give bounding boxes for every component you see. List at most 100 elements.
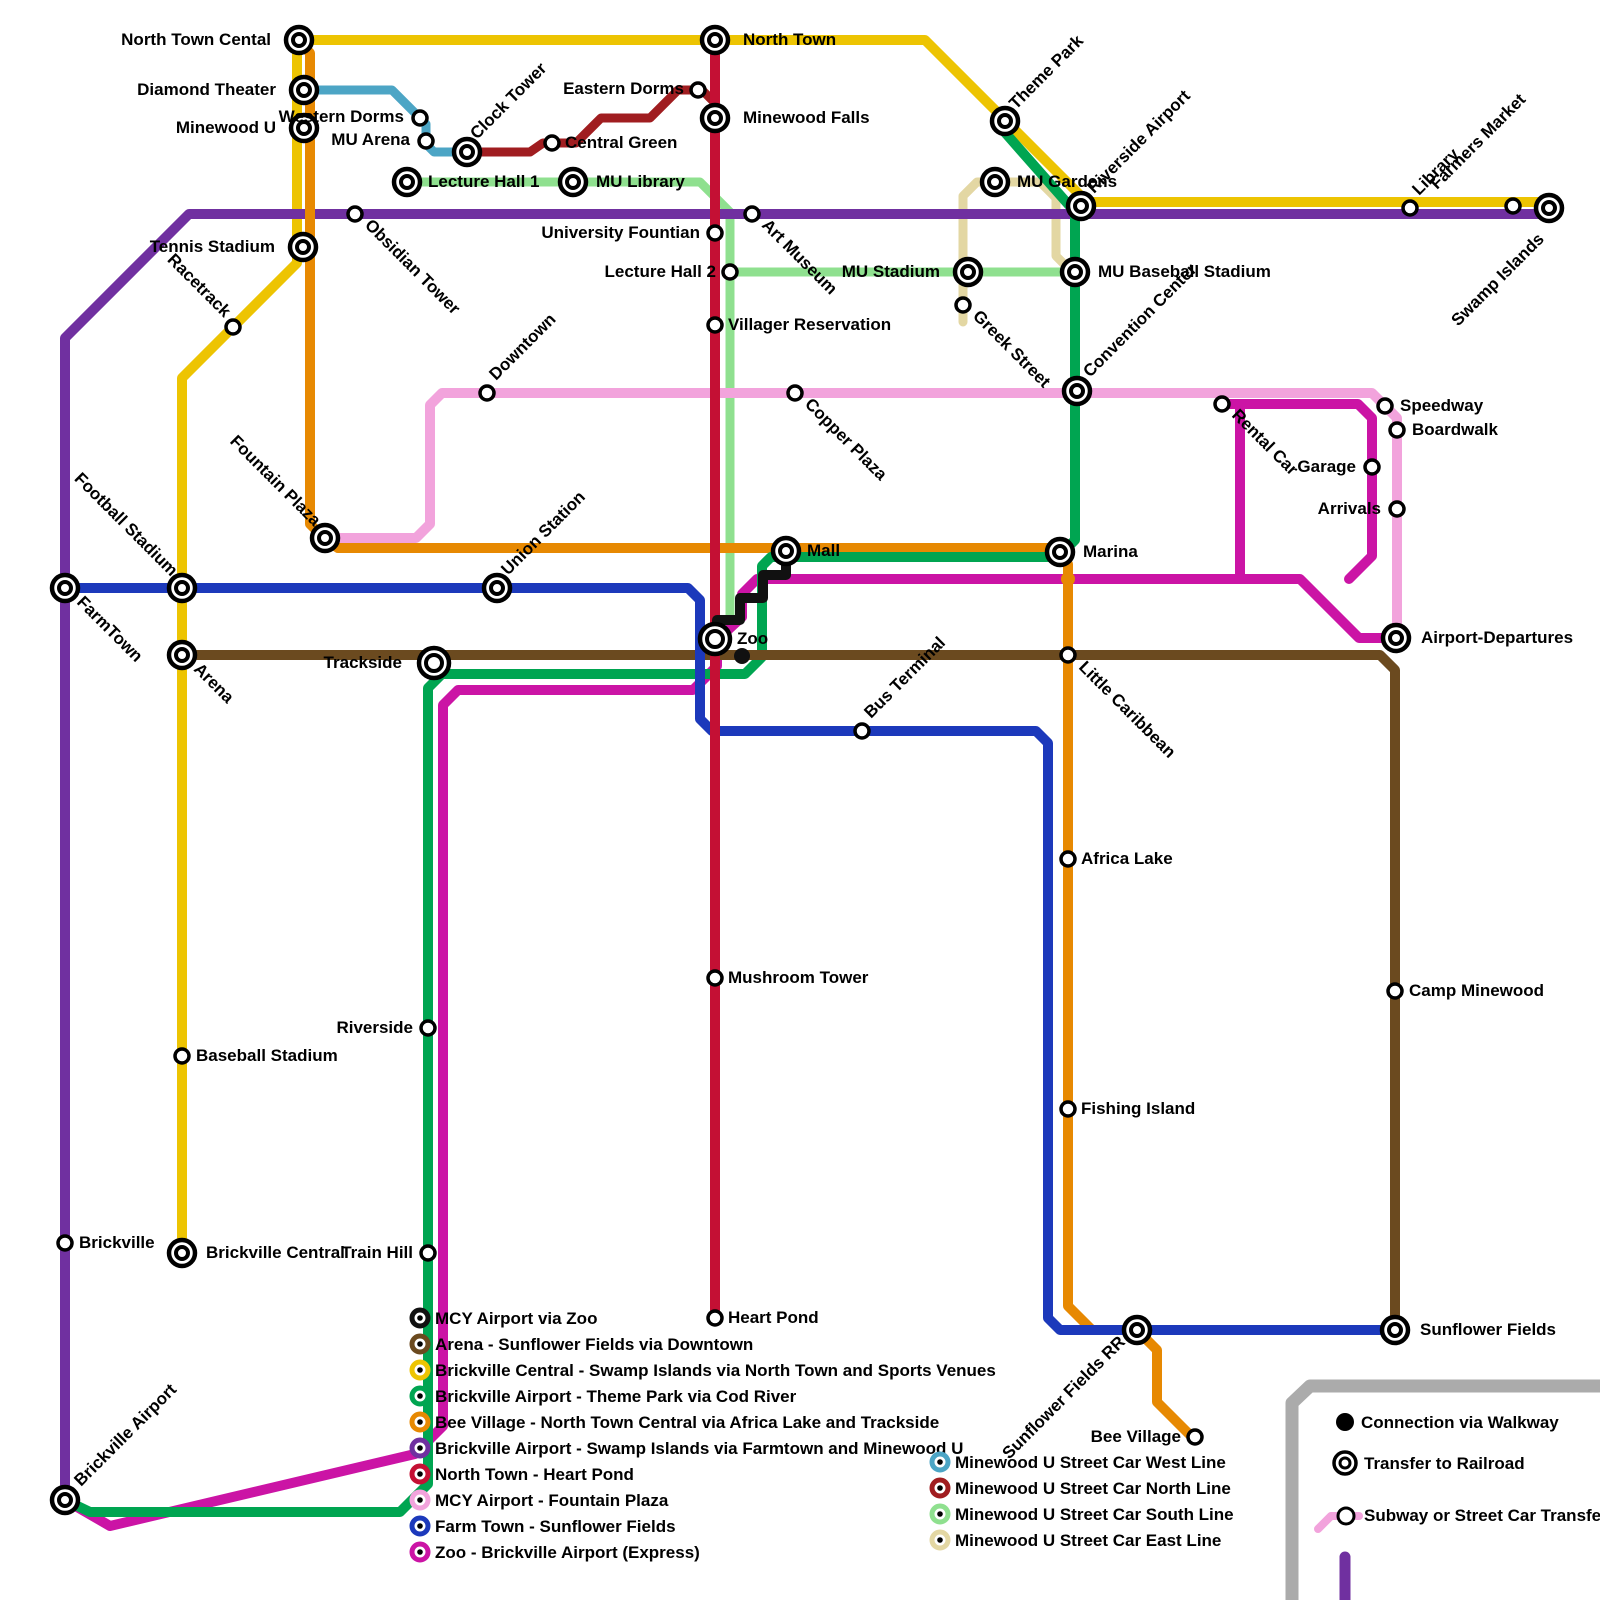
interchange-marker-inner: [295, 239, 311, 255]
interchange-marker-inner: [174, 580, 190, 596]
station-label: Diamond Theater: [137, 80, 276, 99]
station-marker: [689, 81, 707, 99]
station-boardwalk: Boardwalk: [1388, 420, 1499, 439]
interchange-marker-inner: [489, 580, 505, 596]
station-mu-gardens: MU Gardens: [979, 166, 1117, 198]
station-arrivals: Arrivals: [1318, 499, 1406, 518]
legend-label: Brickville Airport - Swamp Islands via F…: [435, 1439, 963, 1458]
interchange-marker-inner: [1541, 200, 1557, 216]
interchange-marker-inner: [1069, 383, 1085, 399]
legend-label: North Town - Heart Pond: [435, 1465, 634, 1484]
station-marker: [543, 134, 561, 152]
station-marker: [1213, 395, 1231, 413]
station-marker: [419, 1244, 437, 1262]
station-label: Brickville Central: [206, 1243, 345, 1262]
interchange-marker-inner: [705, 629, 725, 649]
legend-line-icon-center: [417, 1367, 423, 1373]
station-label: Africa Lake: [1081, 849, 1173, 868]
station-label: MU Gardens: [1017, 172, 1117, 191]
station-label: Bee Village: [1091, 1427, 1181, 1446]
legend-line-icon-center: [417, 1523, 423, 1529]
orange-transfer-dot-marina: [1061, 572, 1075, 586]
station-mu-arena: MU Arena: [331, 130, 435, 150]
station-label: Speedway: [1400, 396, 1484, 415]
station-marker: [706, 1309, 724, 1327]
station-marker: [1363, 458, 1381, 476]
station-africa-lake: Africa Lake: [1059, 849, 1173, 868]
line-farm-blue: [60, 583, 1400, 1335]
station-tennis-stadium: Tennis Stadium: [150, 231, 319, 263]
transit-lines: [60, 35, 1553, 1531]
legend-line-icon-center: [417, 1497, 423, 1503]
station-label: Villager Reservation: [728, 315, 891, 334]
station-marker: [1401, 199, 1419, 217]
station-marker: [743, 205, 761, 223]
interchange-marker-inner: [424, 653, 444, 673]
station-label: Airport-Departures: [1421, 628, 1573, 647]
station-label: North Town Cental: [121, 30, 271, 49]
legend-subway-item-brickville-airport-theme-park-via-cod-river: Brickville Airport - Theme Park via Cod …: [409, 1385, 797, 1407]
station-label: MU Stadium: [842, 262, 940, 281]
legend-streetcar-item-minewood-u-street-car-south-line: Minewood U Street Car South Line: [929, 1503, 1234, 1525]
interchange-marker-inner: [174, 647, 190, 663]
station-marker: [853, 722, 871, 740]
station-marker: [1386, 982, 1404, 1000]
interchange-marker-inner: [1052, 544, 1068, 560]
station-label: Riverside: [336, 1018, 413, 1037]
transfer-symbol-label: Subway or Street Car Transfer: [1364, 1506, 1600, 1525]
legend-streetcar-item-minewood-u-street-car-north-line: Minewood U Street Car North Line: [929, 1477, 1231, 1499]
legend-line-icon-center: [417, 1549, 423, 1555]
station-train-hill: Train Hill: [341, 1243, 437, 1262]
station-label: MU Arena: [331, 130, 410, 149]
line-segment-mcy-walkway: [712, 546, 791, 644]
station-marker: [954, 296, 972, 314]
station-label: MU Library: [596, 172, 685, 191]
interchange-marker-inner: [987, 174, 1003, 190]
line-segment-sc-north: [462, 85, 720, 157]
station-marker: [1059, 850, 1077, 868]
station-label: Camp Minewood: [1409, 981, 1544, 1000]
legend-subway-item-north-town-heart-pond: North Town - Heart Pond: [409, 1463, 634, 1485]
legend-label: Zoo - Brickville Airport (Express): [435, 1543, 700, 1562]
interchange-marker-inner: [57, 1492, 73, 1508]
walkway-symbol-label: Connection via Walkway: [1361, 1413, 1559, 1432]
station-label: Tennis Stadium: [150, 237, 275, 256]
station-marker: [419, 1019, 437, 1037]
station-airport-departures: Airport-Departures: [1380, 622, 1573, 654]
railroad-symbol-icon-inner: [1338, 1456, 1352, 1470]
station-marker: [1376, 397, 1394, 415]
station-university-fountian: University Fountian: [541, 223, 724, 242]
station-label: MU Baseball Stadium: [1098, 262, 1271, 281]
line-segment-swamp-purple: [60, 209, 1553, 1505]
legend-subway-item-mcy-airport-via-zoo: MCY Airport via Zoo: [409, 1307, 597, 1329]
legend-streetcar: Minewood U Street Car West LineMinewood …: [929, 1451, 1234, 1551]
station-marker: [1059, 646, 1077, 664]
station-marker: [1059, 1100, 1077, 1118]
interchange-marker-inner: [296, 82, 312, 98]
station-speedway: Speedway: [1376, 396, 1484, 415]
station-mu-stadium: MU Stadium: [842, 256, 984, 288]
station-label: Mall: [807, 541, 840, 560]
station-mu-library: MU Library: [557, 166, 685, 198]
station-brickville: Brickville: [56, 1233, 155, 1252]
station-garage: Garage: [1297, 457, 1381, 476]
station-mu-baseball-stadium: MU Baseball Stadium: [1059, 256, 1271, 288]
legend-subway-item-bee-village-north-town-central-via-africa-lake-and-trackside: Bee Village - North Town Central via Afr…: [409, 1411, 939, 1433]
line-sc-east: [958, 177, 1077, 327]
legend-line-icon-center: [937, 1537, 943, 1543]
interchange-marker-inner: [707, 110, 723, 126]
station-label: Lecture Hall 1: [428, 172, 540, 191]
legend-line-icon-center: [417, 1419, 423, 1425]
line-arena-brown: [177, 650, 1400, 1335]
interchange-marker-inner: [565, 174, 581, 190]
station-marker: [721, 263, 739, 281]
station-label: Sunflower Fields: [1420, 1320, 1556, 1339]
station-label: Minewood Falls: [743, 108, 870, 127]
walkway-symbol-icon: [1336, 1413, 1354, 1431]
line-sc-north: [462, 85, 720, 157]
walkway-dot-zoo: [734, 648, 750, 664]
station-north-town: North Town: [699, 24, 836, 56]
station-label: Brickville: [79, 1233, 155, 1252]
legend-frame: [1285, 1379, 1600, 1600]
